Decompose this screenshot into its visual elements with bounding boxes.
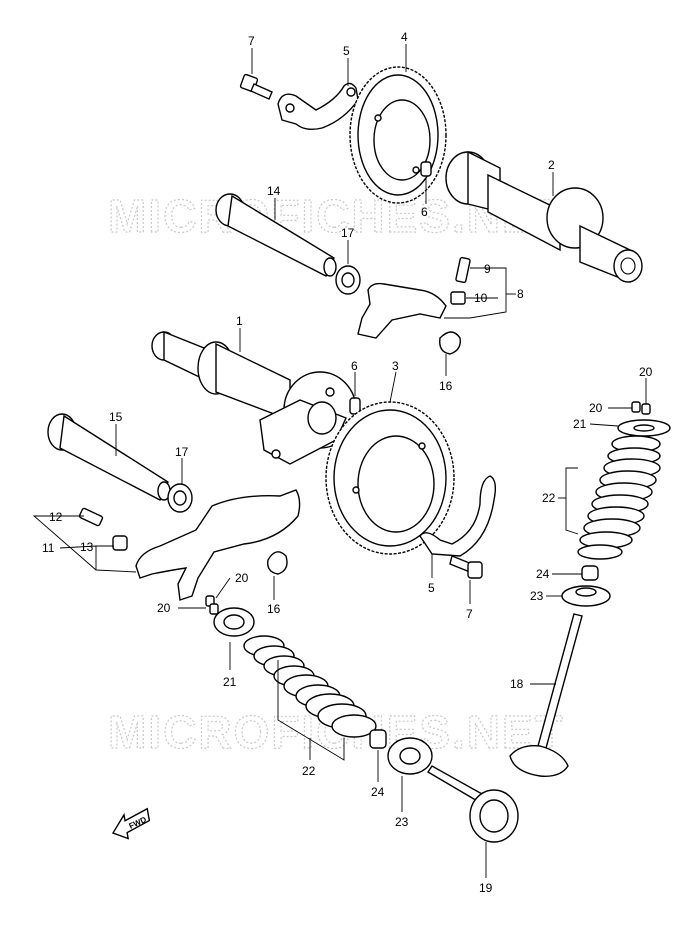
- cotters-20-upper: [631, 401, 651, 415]
- callout-21-b: 21: [223, 675, 237, 689]
- bolt-7-top: [239, 73, 273, 100]
- leader-lines: [32, 44, 647, 878]
- callout-24-a: 24: [536, 567, 550, 581]
- callout-7-mid: 7: [466, 607, 473, 621]
- rocker-shaft-14: [215, 193, 337, 277]
- callout-5-mid: 5: [428, 581, 435, 595]
- callout-9: 9: [484, 262, 491, 276]
- lock-nut-10: [450, 291, 466, 305]
- rocker-arm-8: [357, 282, 447, 339]
- callout-1: 1: [236, 314, 243, 328]
- callout-16-top: 16: [439, 379, 453, 393]
- callout-19: 19: [479, 881, 493, 895]
- callout-6-top: 6: [421, 205, 428, 219]
- washer-17-top: [335, 265, 361, 295]
- callouts: 7 5 4 2 6 14 17 9 10 8 16 1 3 6 15 17 12…: [42, 30, 653, 895]
- valve-spring-22-upper: [577, 435, 661, 560]
- callout-14: 14: [267, 184, 281, 198]
- bracket-5-mid: [419, 475, 497, 557]
- callout-2: 2: [548, 158, 555, 172]
- callout-20-b: 20: [589, 401, 603, 415]
- callout-20-d: 20: [157, 601, 171, 615]
- washer-17-mid: [167, 483, 193, 513]
- callout-22-a: 22: [542, 491, 556, 505]
- callout-24-b: 24: [371, 785, 385, 799]
- valve-spring-22-lower: [243, 635, 377, 738]
- camshaft-2: [445, 150, 643, 284]
- callout-3: 3: [392, 359, 399, 373]
- callout-22-b: 22: [302, 764, 316, 778]
- callout-17-mid: 17: [175, 445, 189, 459]
- callout-6-mid: 6: [351, 359, 358, 373]
- bolt-7-mid: [449, 555, 483, 579]
- callout-20-c: 20: [235, 571, 249, 585]
- stem-seal-24-lower: [369, 729, 387, 749]
- stem-seal-24-upper: [581, 565, 599, 581]
- retainer-21-lower: [213, 607, 255, 637]
- callout-18: 18: [510, 677, 524, 691]
- callout-10: 10: [474, 291, 488, 305]
- callout-20-a: 20: [639, 365, 653, 379]
- spring-seat-23-lower: [387, 737, 433, 775]
- adjust-screw-12: [78, 507, 104, 527]
- callout-4: 4: [401, 30, 408, 44]
- callout-7-top: 7: [248, 34, 255, 48]
- valve-18: [509, 613, 583, 777]
- dowel-6-mid: [349, 397, 361, 415]
- retainer-21-upper: [617, 419, 671, 437]
- spring-seat-23-upper: [561, 585, 611, 607]
- callout-21-a: 21: [573, 417, 587, 431]
- valve-19: [427, 765, 519, 843]
- callout-11: 11: [42, 541, 55, 555]
- callout-12: 12: [49, 510, 63, 524]
- lock-nut-13: [112, 535, 128, 551]
- callout-15: 15: [109, 410, 123, 424]
- rocker-arm-11: [135, 489, 301, 601]
- cotters-20-lower: [205, 595, 219, 615]
- callout-23-b: 23: [395, 815, 409, 829]
- clip-16-mid: [267, 551, 288, 575]
- cam-sprocket-4: [349, 66, 447, 204]
- callout-8: 8: [517, 287, 524, 301]
- clip-16-top: [439, 331, 461, 355]
- rocker-shaft-15: [47, 413, 171, 501]
- forward-arrow: FWD: [111, 807, 151, 840]
- bracket-5-top: [277, 82, 359, 131]
- callout-13: 13: [80, 540, 94, 554]
- cam-sprocket-3: [325, 401, 455, 555]
- dowel-6-top: [420, 161, 432, 177]
- adjust-screw-9: [455, 256, 471, 284]
- callout-16-mid: 16: [267, 602, 281, 616]
- callout-5-top: 5: [343, 44, 350, 58]
- camshaft-1: [151, 330, 357, 465]
- callout-23-a: 23: [530, 589, 544, 603]
- callout-17-top: 17: [341, 226, 355, 240]
